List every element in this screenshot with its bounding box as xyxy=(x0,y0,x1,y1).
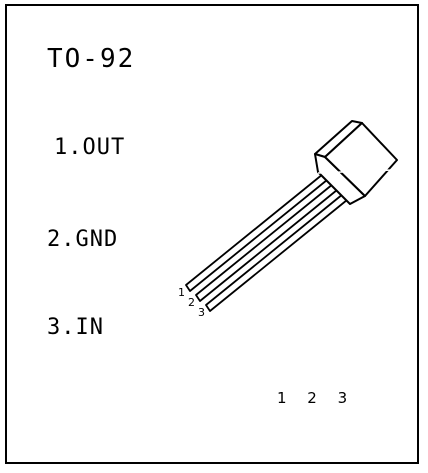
package-title: TO-92 xyxy=(47,44,136,74)
diagram-frame: TO-92 1.OUT 2.GND 3.IN 1 2 3 xyxy=(5,4,419,464)
pin-3-label: 3.IN xyxy=(47,315,104,340)
body-top xyxy=(324,122,398,197)
lead-2 xyxy=(195,183,338,302)
pin-2-label: 2.GND xyxy=(47,227,119,252)
bottom-pin-numbers: 1 2 3 xyxy=(277,389,356,407)
body-highlight xyxy=(317,169,393,174)
lead-number-3: 3 xyxy=(198,306,205,319)
pin-1-label: 1.OUT xyxy=(54,135,126,160)
lead-number-1: 1 xyxy=(178,286,185,299)
lead-number-2: 2 xyxy=(188,296,195,309)
body-front xyxy=(314,153,366,205)
transistor-body xyxy=(314,120,398,205)
pin-leads xyxy=(185,173,348,312)
